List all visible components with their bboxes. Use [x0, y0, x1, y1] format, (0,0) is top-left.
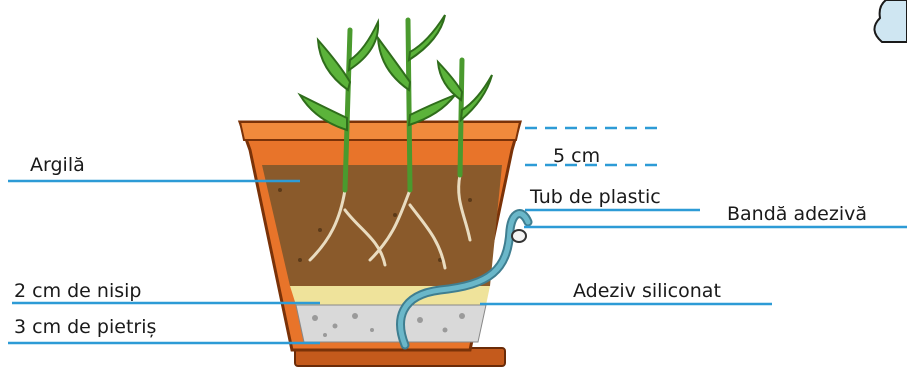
label-sand-layer: 2 cm de nisip: [14, 282, 141, 301]
label-clay: Argilă: [30, 156, 85, 175]
label-adhesive-tape: Bandă adezivă: [727, 205, 867, 224]
label-height-gap: 5 cm: [553, 147, 600, 166]
pot-rim: [240, 122, 520, 140]
label-silicone-adhesive: Adeziv siliconat: [573, 282, 721, 301]
label-plastic-tube: Tub de plastic: [530, 188, 661, 207]
label-gravel-layer: 3 cm de pietriș: [14, 318, 156, 337]
adhesive-tape-band: [512, 230, 526, 242]
corner-decoration: [874, 0, 907, 42]
